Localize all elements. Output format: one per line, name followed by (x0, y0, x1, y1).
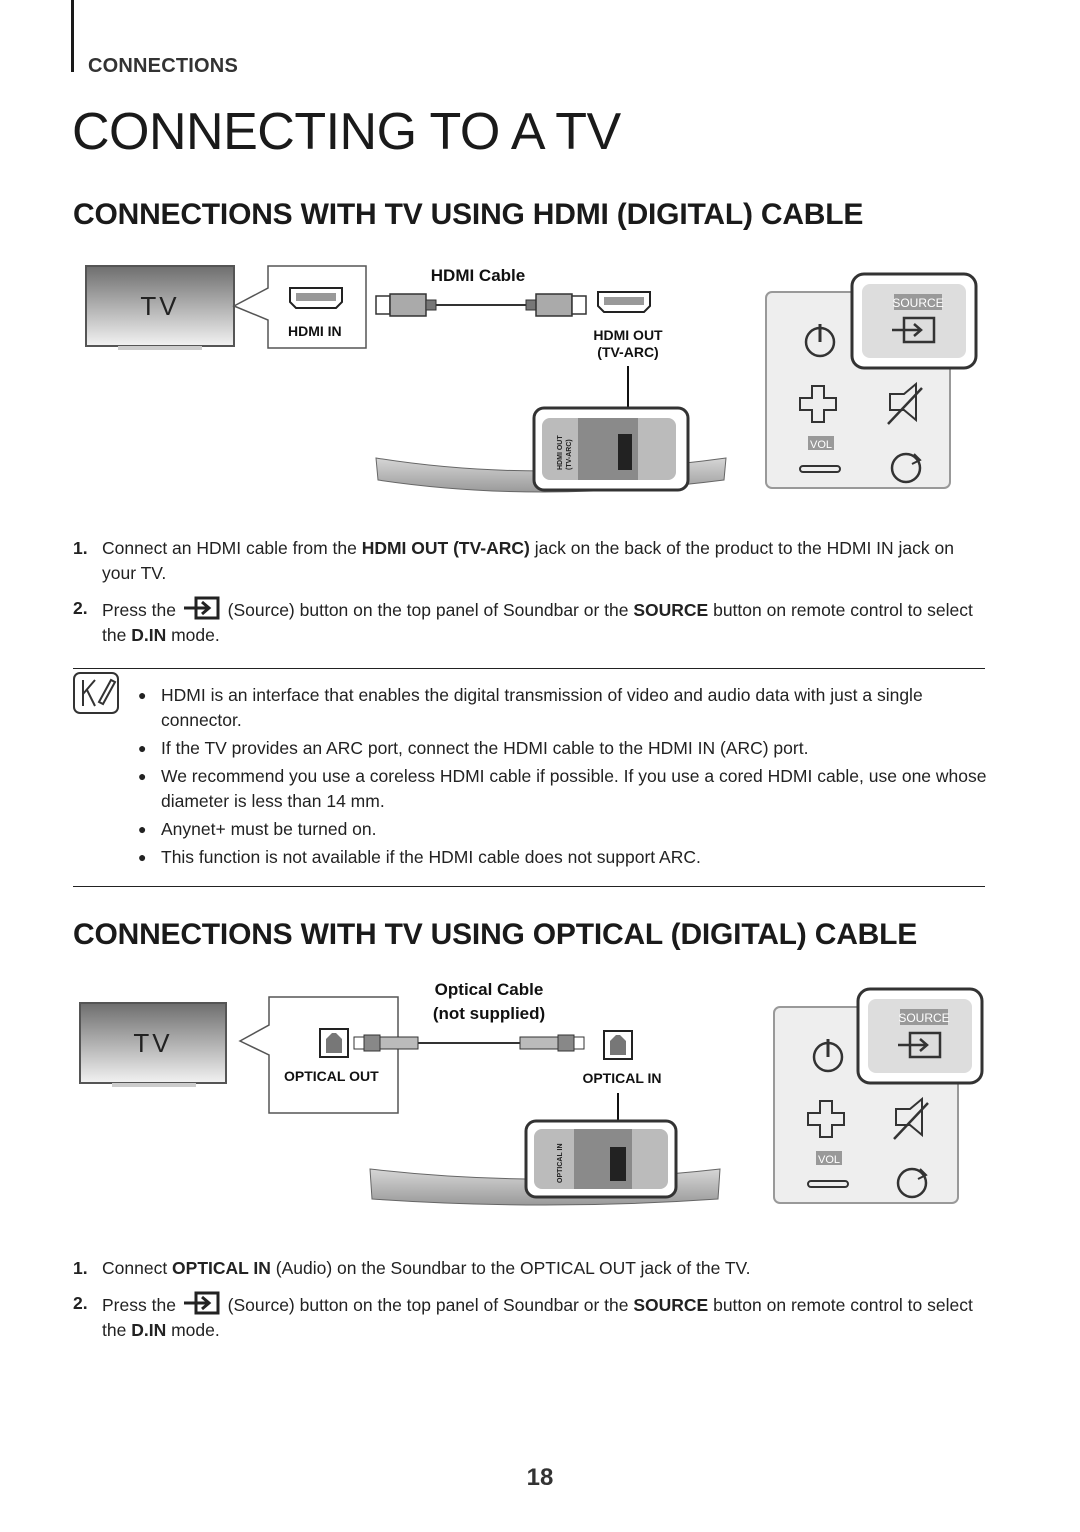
source-input-icon (898, 1031, 942, 1059)
optical-steps: 1. Connect OPTICAL IN (Audio) on the Sou… (73, 1256, 983, 1353)
vol-label: VOL (818, 1154, 840, 1166)
port-small-label: OPTICAL IN (557, 1143, 564, 1183)
note-item: ●This function is not available if the H… (138, 847, 701, 867)
repeat-icon (890, 452, 922, 484)
bar-hdmi-out-label-2: (TV-ARC) (597, 344, 658, 360)
source-panel-label: SOURCE (898, 1011, 949, 1025)
note-item: ●HDMI is an interface that enables the d… (138, 685, 923, 730)
note-item: ●Anynet+ must be turned on. (138, 819, 377, 839)
optical-diagram: TV OPTICAL OUT Optical Cable (not suppli… (79, 980, 984, 1206)
hdmi-diagram: TV HDMI IN HDMI Cable HDMI OUT (TV-ARC) … (85, 265, 978, 493)
soundbar-graphic: HDMI OUT (TV-ARC) (375, 406, 727, 493)
optical-in-port-icon (603, 1030, 633, 1060)
plus-icon (799, 385, 837, 423)
step-number: 1. (73, 1258, 88, 1278)
page-title: CONNECTING TO A TV (72, 103, 621, 161)
tv-hdmi-in-label: HDMI IN (288, 323, 342, 339)
tv-graphic: TV (79, 1002, 227, 1087)
source-input-icon (183, 596, 220, 620)
tv-label: TV (140, 291, 179, 321)
step-number: 2. (73, 1293, 88, 1313)
top-panel-graphic: SOURCE VOL (773, 987, 984, 1204)
step-number: 2. (73, 598, 88, 618)
mute-icon (893, 1096, 929, 1140)
minus-icon (799, 465, 841, 473)
note-item: ●We recommend you use a coreless HDMI ca… (138, 766, 987, 811)
hdmi-out-port-icon (597, 291, 651, 313)
mute-icon (887, 381, 923, 425)
section-rule (71, 0, 74, 72)
source-input-icon (183, 1291, 220, 1315)
port-small-label-1: HDMI OUT (557, 435, 564, 470)
bar-hdmi-out-label-1: HDMI OUT (593, 327, 663, 343)
optical-port-icon (319, 1028, 349, 1058)
vol-label: VOL (810, 439, 832, 451)
note-item: ●If the TV provides an ARC port, connect… (138, 738, 809, 758)
tv-label: TV (133, 1028, 172, 1058)
note-pencil-icon (73, 672, 119, 714)
optical-step-1: 1. Connect OPTICAL IN (Audio) on the Sou… (73, 1256, 983, 1281)
optical-step-2: 2. Press the (Source) button on the top … (73, 1291, 973, 1340)
port-small-label-2: (TV-ARC) (566, 439, 573, 470)
source-panel-label: SOURCE (892, 296, 943, 310)
note-box (73, 668, 985, 887)
tv-optical-out-label: OPTICAL OUT (284, 1068, 379, 1084)
soundbar-graphic: OPTICAL IN (369, 1119, 721, 1206)
minus-icon (807, 1180, 849, 1188)
hdmi-heading: CONNECTIONS WITH TV USING HDMI (DIGITAL)… (73, 198, 864, 231)
hdmi-steps: 1. Connect an HDMI cable from the HDMI O… (73, 536, 983, 658)
bar-optical-in-label: OPTICAL IN (582, 1070, 661, 1086)
power-icon (812, 1039, 844, 1073)
top-panel-graphic: SOURCE VOL (765, 272, 978, 489)
optical-heading: CONNECTIONS WITH TV USING OPTICAL (DIGIT… (73, 918, 918, 951)
plus-icon (807, 1100, 845, 1138)
tv-graphic: TV (85, 265, 235, 350)
optical-cable-graphic (353, 1034, 585, 1052)
repeat-icon (896, 1167, 928, 1199)
source-input-icon (892, 316, 936, 344)
hdmi-port-icon (289, 287, 343, 309)
hdmi-cable-graphic (375, 293, 587, 317)
hdmi-step-2: 2. Press the (Source) button on the top … (73, 596, 973, 645)
power-icon (804, 324, 836, 358)
hdmi-notes: ●HDMI is an interface that enables the d… (138, 683, 988, 873)
optical-cable-label-1: Optical Cable (435, 980, 544, 999)
page-number: 18 (526, 1464, 554, 1491)
hdmi-step-1: 1. Connect an HDMI cable from the HDMI O… (73, 538, 954, 583)
section-label: CONNECTIONS (88, 55, 238, 77)
optical-cable-label-2: (not supplied) (433, 1004, 545, 1023)
hdmi-cable-label: HDMI Cable (431, 266, 525, 285)
step-number: 1. (73, 538, 88, 558)
